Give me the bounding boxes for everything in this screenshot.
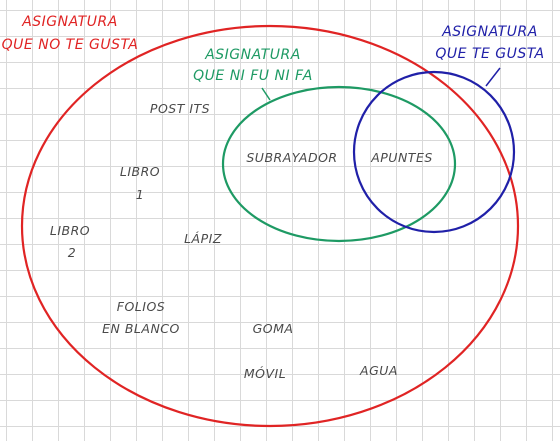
item-libro-1-line2: 1	[136, 187, 144, 202]
item-goma: GOMA	[253, 321, 294, 336]
liked-set-ellipse	[352, 70, 516, 234]
neutral-label-line2: QUE NI FU NI FA	[193, 68, 313, 84]
item-post-its: POST ITS	[150, 101, 210, 116]
neutral-set-label: ASIGNATURA QUE NI FU NI FA	[193, 47, 313, 84]
disliked-set-ellipse	[20, 24, 520, 428]
item-apuntes: APUNTES	[370, 150, 433, 165]
item-libro-2-line1: LIBRO	[50, 223, 90, 238]
liked-label-leader	[485, 67, 501, 87]
item-libro-2-line2: 2	[68, 245, 76, 260]
neutral-set-ellipse	[221, 85, 457, 243]
item-movil: MÓVIL	[244, 366, 286, 381]
disliked-label-line1: ASIGNATURA	[21, 14, 118, 30]
disliked-set-label: ASIGNATURA QUE NO TE GUSTA	[2, 14, 139, 53]
liked-set-label: ASIGNATURA QUE TE GUSTA	[435, 24, 544, 62]
disliked-label-line2: QUE NO TE GUSTA	[2, 37, 139, 53]
item-agua: AGUA	[359, 363, 398, 378]
item-libro-1-line1: LIBRO	[120, 164, 160, 179]
item-folios-line2: EN BLANCO	[102, 321, 180, 336]
liked-label-line2: QUE TE GUSTA	[435, 46, 544, 62]
liked-label-line1: ASIGNATURA	[441, 24, 538, 40]
item-subrayador: SUBRAYADOR	[246, 150, 337, 165]
neutral-label-line1: ASIGNATURA	[204, 47, 301, 63]
item-lapiz: LÁPIZ	[184, 231, 222, 246]
neutral-label-leader	[261, 87, 271, 101]
item-folios-line1: FOLIOS	[117, 299, 165, 314]
